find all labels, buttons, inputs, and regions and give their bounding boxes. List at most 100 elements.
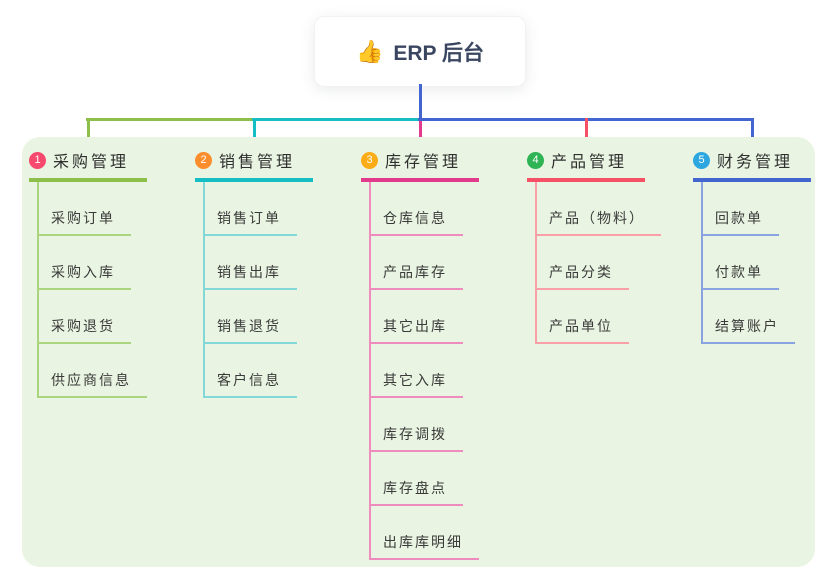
branch-column: 3 库存管理 仓库信息 产品库存 其它出库 其它入库 库存调拨 库存盘点 出库库…	[361, 146, 479, 560]
child-node-label: 付款单	[715, 264, 763, 280]
child-node[interactable]: 其它出库	[371, 316, 463, 344]
connector-drop-branch-3	[418, 120, 422, 146]
child-node[interactable]: 采购退货	[39, 316, 131, 344]
connector-h-branch-1	[86, 118, 254, 121]
child-node-label: 库存盘点	[383, 480, 447, 496]
child-node[interactable]: 仓库信息	[371, 208, 463, 236]
child-row: 出库库明细	[371, 506, 479, 560]
child-row: 采购退货	[39, 290, 147, 344]
branch-children: 采购订单 采购入库 采购退货 供应商信息	[37, 182, 147, 398]
child-row: 产品单位	[537, 290, 645, 344]
branch-title-label: 产品管理	[551, 154, 628, 171]
child-node-label: 产品单位	[549, 318, 613, 334]
child-node-label: 结算账户	[715, 318, 779, 334]
child-node[interactable]: 产品分类	[537, 262, 629, 290]
child-node-label: 销售出库	[217, 264, 281, 280]
branch-number-badge: 5	[693, 151, 710, 169]
mindmap-panel: 1 采购管理 采购订单 采购入库 采购退货 供应商信息 2 销售管理 销售订单 …	[22, 137, 815, 567]
child-row: 供应商信息	[39, 344, 147, 398]
child-node-label: 供应商信息	[51, 372, 131, 388]
child-node-label: 采购订单	[51, 210, 115, 226]
child-node[interactable]: 采购入库	[39, 262, 131, 290]
connector-drop-branch-5	[750, 118, 754, 146]
child-row: 销售订单	[205, 182, 313, 236]
child-node[interactable]: 销售出库	[205, 262, 297, 290]
connector-drop-branch-4	[584, 118, 588, 146]
child-node-label: 回款单	[715, 210, 763, 226]
root-node-label: ERP 后台	[393, 41, 485, 65]
branch-column: 4 产品管理 产品（物料） 产品分类 产品单位	[527, 146, 661, 344]
child-node[interactable]: 客户信息	[205, 370, 297, 398]
child-node-label: 采购退货	[51, 318, 115, 334]
branch-title-label: 库存管理	[385, 154, 462, 171]
child-row: 库存调拨	[371, 398, 479, 452]
connector-h-branch-2	[252, 118, 420, 121]
connector-drop-branch-1	[86, 118, 90, 146]
branch-node[interactable]: 5 财务管理	[693, 148, 811, 182]
child-node[interactable]: 付款单	[703, 262, 779, 290]
child-node[interactable]: 产品（物料）	[537, 208, 661, 236]
child-node[interactable]: 产品单位	[537, 316, 629, 344]
child-row: 产品库存	[371, 236, 479, 290]
child-node[interactable]: 供应商信息	[39, 370, 147, 398]
branch-number-badge: 1	[29, 151, 46, 169]
child-node[interactable]: 采购订单	[39, 208, 131, 236]
child-node-label: 产品分类	[549, 264, 613, 280]
child-node-label: 销售退货	[217, 318, 281, 334]
child-row: 产品（物料）	[537, 182, 661, 236]
child-row: 销售退货	[205, 290, 313, 344]
connector-drop-branch-2	[252, 118, 256, 146]
child-row: 库存盘点	[371, 452, 479, 506]
branch-number-badge: 3	[361, 151, 378, 169]
branch-title-label: 财务管理	[717, 154, 794, 171]
child-node-label: 其它入库	[383, 372, 447, 388]
child-node[interactable]: 销售退货	[205, 316, 297, 344]
thumbs-up-icon: 👍	[355, 38, 384, 64]
child-row: 其它出库	[371, 290, 479, 344]
child-row: 采购入库	[39, 236, 147, 290]
branch-title-label: 销售管理	[219, 154, 296, 171]
child-node-label: 其它出库	[383, 318, 447, 334]
child-row: 其它入库	[371, 344, 479, 398]
branch-column: 1 采购管理 采购订单 采购入库 采购退货 供应商信息	[29, 146, 147, 398]
child-row: 付款单	[703, 236, 811, 290]
child-row: 仓库信息	[371, 182, 479, 236]
child-node[interactable]: 销售订单	[205, 208, 297, 236]
child-row: 产品分类	[537, 236, 645, 290]
branch-children: 回款单 付款单 结算账户	[701, 182, 811, 344]
branch-column: 5 财务管理 回款单 付款单 结算账户	[693, 146, 811, 344]
branch-node[interactable]: 4 产品管理	[527, 148, 645, 182]
child-node[interactable]: 回款单	[703, 208, 779, 236]
root-node[interactable]: 👍 ERP 后台	[314, 16, 526, 87]
child-row: 销售出库	[205, 236, 313, 290]
branch-title-label: 采购管理	[53, 154, 130, 171]
child-node[interactable]: 库存盘点	[371, 478, 463, 506]
root-connector-line	[418, 84, 422, 121]
branch-node[interactable]: 1 采购管理	[29, 148, 147, 182]
branch-children: 销售订单 销售出库 销售退货 客户信息	[203, 182, 313, 398]
child-node-label: 产品库存	[383, 264, 447, 280]
child-row: 回款单	[703, 182, 811, 236]
child-node[interactable]: 其它入库	[371, 370, 463, 398]
child-node-label: 库存调拨	[383, 426, 447, 442]
child-node-label: 销售订单	[217, 210, 281, 226]
child-node-label: 产品（物料）	[549, 210, 645, 226]
branch-children: 产品（物料） 产品分类 产品单位	[535, 182, 661, 344]
child-node[interactable]: 出库库明细	[371, 532, 479, 560]
child-node-label: 客户信息	[217, 372, 281, 388]
child-node-label: 出库库明细	[383, 534, 463, 550]
branch-node[interactable]: 2 销售管理	[195, 148, 313, 182]
child-row: 客户信息	[205, 344, 313, 398]
child-row: 结算账户	[703, 290, 811, 344]
child-node-label: 仓库信息	[383, 210, 447, 226]
branch-children: 仓库信息 产品库存 其它出库 其它入库 库存调拨 库存盘点 出库库明细	[369, 182, 479, 560]
branch-number-badge: 2	[195, 151, 212, 169]
child-node[interactable]: 结算账户	[703, 316, 795, 344]
branch-column: 2 销售管理 销售订单 销售出库 销售退货 客户信息	[195, 146, 313, 398]
child-node[interactable]: 产品库存	[371, 262, 463, 290]
branch-node[interactable]: 3 库存管理	[361, 148, 479, 182]
branch-number-badge: 4	[527, 151, 544, 169]
child-node[interactable]: 库存调拨	[371, 424, 463, 452]
child-row: 采购订单	[39, 182, 147, 236]
